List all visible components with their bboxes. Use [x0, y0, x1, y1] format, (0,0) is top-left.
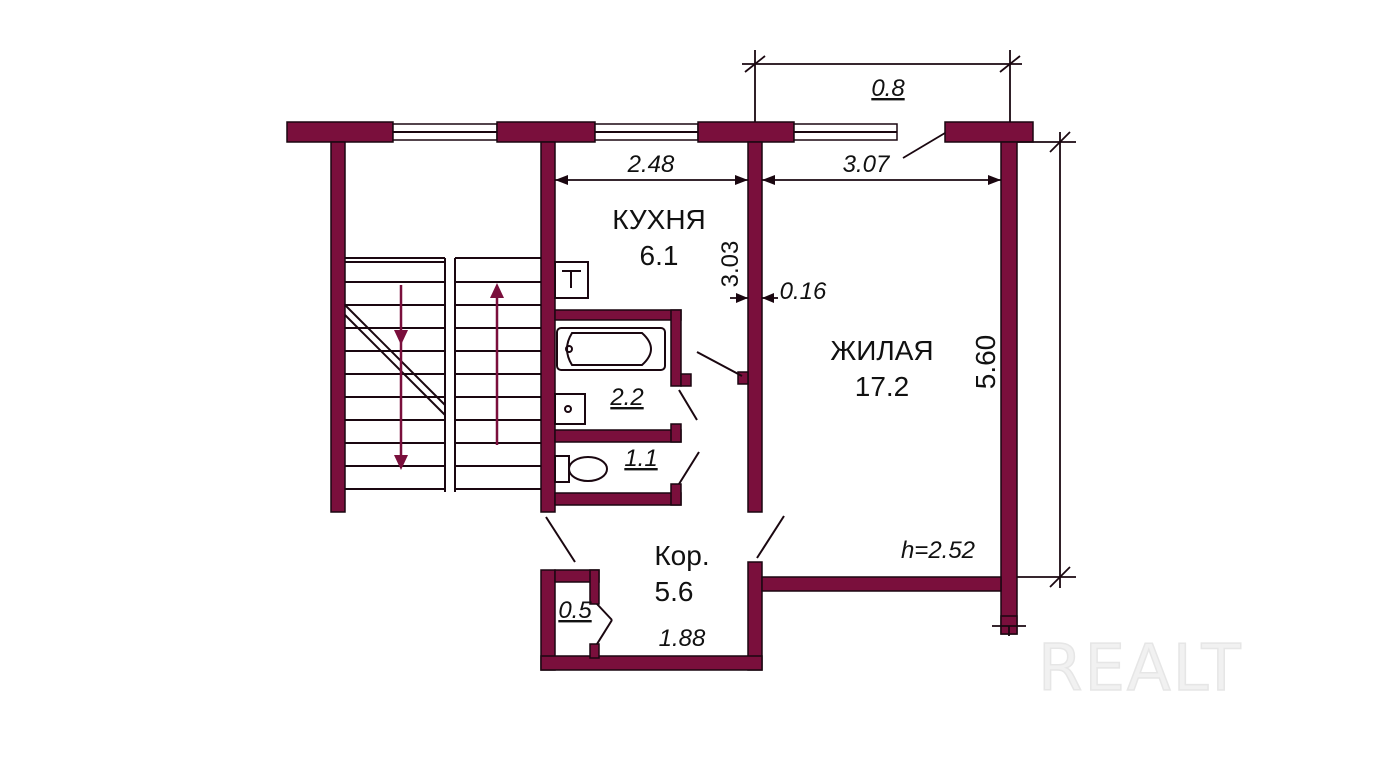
plumbing-fixtures	[554, 261, 666, 483]
kitchen-name: КУХНЯ	[612, 204, 706, 235]
toilet-tank-icon	[554, 455, 570, 483]
corridor-width-label: 1.88	[659, 625, 706, 652]
door-swings	[545, 351, 785, 645]
toilet-bowl-icon	[568, 456, 608, 482]
corridor-area: 5.6	[655, 576, 694, 607]
dimension-lines	[555, 50, 1076, 636]
kitchen-area: 6.1	[640, 240, 679, 271]
ceiling-height-label: h=2.52	[901, 537, 975, 564]
realt-watermark: REALT	[1038, 632, 1243, 706]
kitchen-depth-label: 3.03	[717, 241, 744, 288]
kitchen-width-label: 2.48	[627, 151, 675, 178]
wall-thickness-label: 0.16	[780, 278, 827, 305]
closet-area: 0.5	[558, 597, 592, 624]
balcony-offset-label: 0.8	[871, 75, 905, 102]
interior-walls	[540, 141, 1018, 671]
staircase	[330, 141, 541, 513]
bathtub-icon	[556, 327, 666, 371]
living-length-label: 5.60	[970, 335, 1001, 390]
top-wall	[286, 121, 1034, 143]
living-width-label: 3.07	[843, 151, 891, 178]
living-room-name: ЖИЛАЯ	[830, 335, 933, 366]
bathroom-area: 2.2	[609, 384, 643, 411]
corridor-name: Кор.	[654, 540, 709, 571]
toilet-area: 1.1	[624, 445, 657, 472]
living-room-area: 17.2	[855, 371, 910, 402]
